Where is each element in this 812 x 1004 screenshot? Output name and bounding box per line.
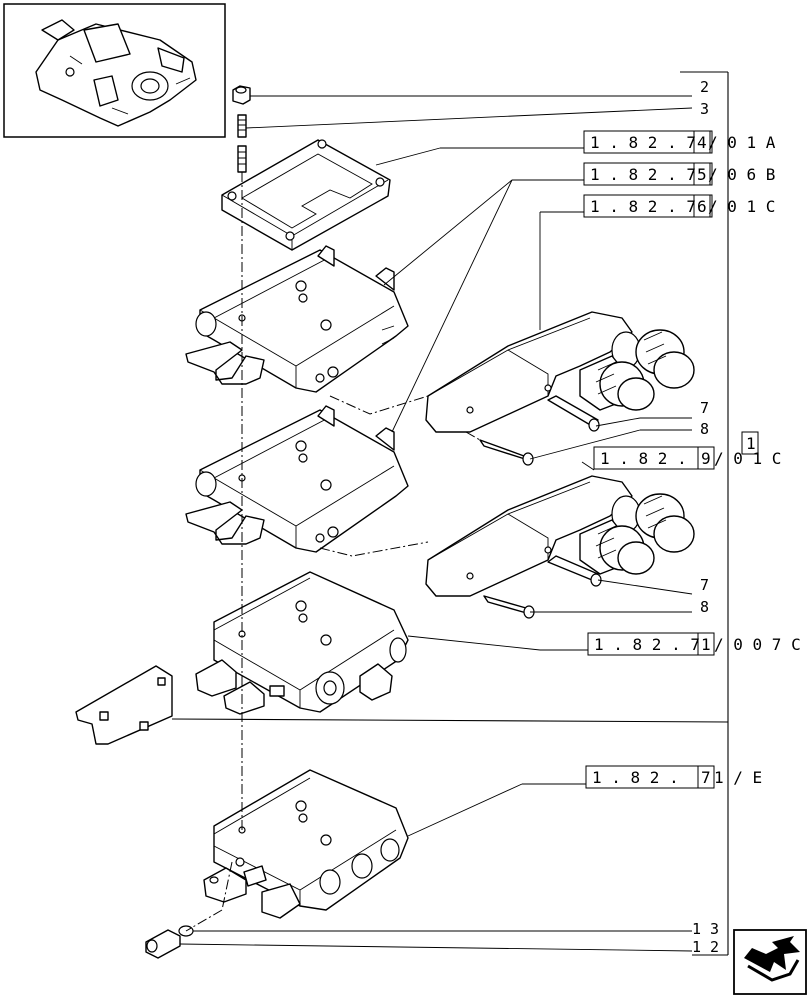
next-page-arrow-icon[interactable]: [733, 929, 807, 995]
part-bracket-plate: [75, 665, 173, 745]
ref-1-82-75[interactable]: 1 . 8 2 . 7 5 / 0 6 B: [583, 162, 775, 186]
ref-1-82-7-1-box: 7: [701, 768, 711, 787]
ref-1-82-7-1[interactable]: 1 . 8 2 . 7 1 / E: [585, 765, 762, 789]
part-coupler-upper: [425, 311, 695, 466]
ref-1-82-9[interactable]: 1 . 8 2 . 9 / 0 1 C 1: [593, 431, 781, 470]
callout-7b: 7: [700, 576, 709, 594]
ref-1-82-7-1-prefix: 1 . 8 2 .: [592, 768, 679, 787]
part-valve-section-1: [185, 245, 409, 393]
callout-12: 1 2: [692, 938, 719, 956]
callout-7a: 7: [700, 399, 709, 417]
part-valve-section-4: [203, 769, 409, 919]
callout-2: 2: [700, 78, 709, 96]
ref-1-82-75-suffix: / 0 6 B: [708, 165, 775, 184]
part-cover-plate: [221, 139, 391, 251]
part-stud-3: [237, 114, 247, 173]
ref-1-82-74[interactable]: 1 . 8 2 . 7 4 / 0 1 A: [583, 130, 776, 154]
ref-1-82-71-suffix: / 0 0 7 C: [714, 635, 801, 654]
part-valve-section-3: [195, 571, 409, 715]
callout-8a: 8: [700, 420, 709, 438]
thumbnail-image: [3, 3, 226, 138]
ref-1-82-9-prefix: 1 . 8 2 .: [600, 449, 687, 468]
ref-1-82-75-box: 5: [697, 165, 707, 184]
ref-1-82-74-suffix: / 0 1 A: [708, 133, 776, 152]
part-plug-12: [145, 929, 181, 959]
ref-1-82-75-prefix: 1 . 8 2 . 7: [590, 165, 696, 184]
ref-1-82-71-box: 1: [701, 635, 711, 654]
part-coupler-lower: [425, 475, 695, 619]
ref-1-82-71[interactable]: 1 . 8 2 . 7 1 / 0 0 7 C: [587, 632, 801, 656]
part-nut-2: [232, 85, 251, 105]
callout-13: 1 3: [692, 920, 719, 938]
ref-1-82-9-suffix: / 0 1 C: [714, 449, 781, 468]
callout-3: 3: [700, 100, 709, 118]
ref-1-82-76-box: 6: [697, 197, 707, 216]
ref-1-82-74-box: 4: [697, 133, 707, 152]
ref-1-82-7-1-suffix: 1 / E: [714, 768, 762, 787]
ref-1-82-71-prefix: 1 . 8 2 . 7: [594, 635, 700, 654]
part-valve-section-2: [185, 405, 409, 553]
ref-1-82-9-box: 9: [701, 449, 711, 468]
ref-1-82-9-extra: 1: [746, 434, 756, 453]
ref-1-82-74-prefix: 1 . 8 2 . 7: [590, 133, 696, 152]
leader-lines: [179, 95, 693, 952]
ref-1-82-76-prefix: 1 . 8 2 . 7: [590, 197, 696, 216]
ref-1-82-76[interactable]: 1 . 8 2 . 7 6 / 0 1 C: [583, 194, 775, 218]
callout-8b: 8: [700, 598, 709, 616]
ref-1-82-76-suffix: / 0 1 C: [708, 197, 775, 216]
